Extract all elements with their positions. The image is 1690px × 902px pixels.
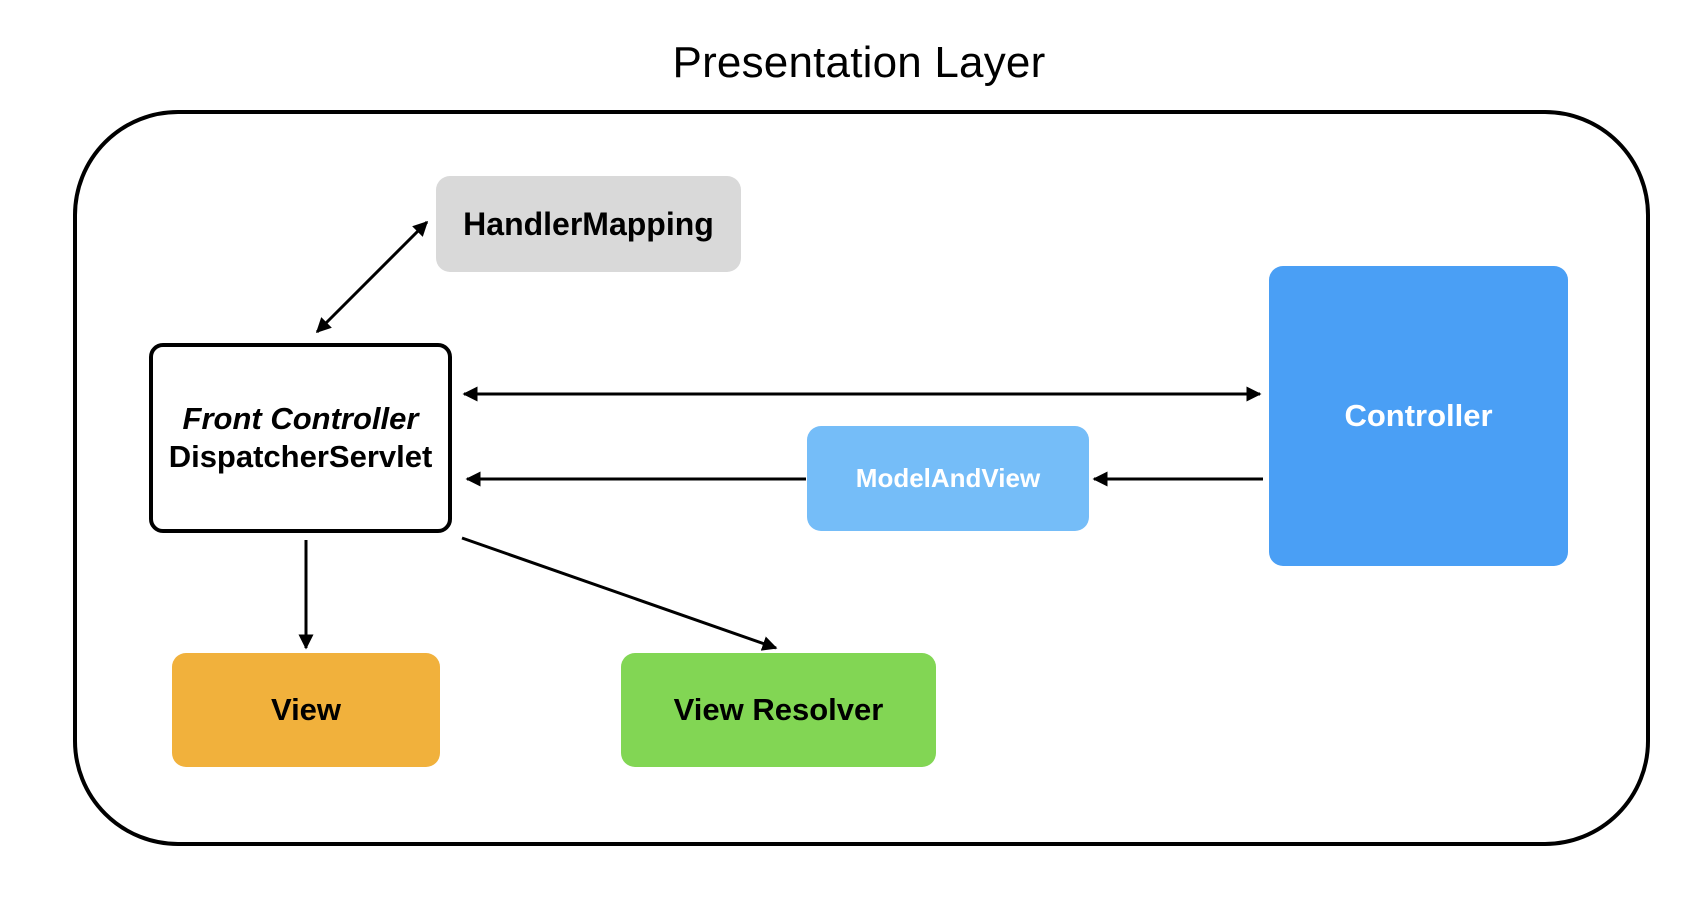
front-controller-role-label: Front Controller: [182, 401, 419, 437]
view-label: View: [270, 692, 342, 727]
view-resolver-node: View Resolver: [621, 653, 936, 767]
handler-mapping-label: HandlerMapping: [463, 205, 714, 242]
view-node: View: [172, 653, 440, 767]
handler-mapping-node: HandlerMapping: [436, 176, 741, 272]
arrow-front-controller-handler-mapping: [315, 220, 429, 334]
arrow-front-controller-view-resolver: [461, 536, 778, 651]
presentation-layer-boundary: [73, 110, 1650, 846]
controller-label: Controller: [1344, 398, 1493, 433]
diagram-title: Presentation Layer: [672, 38, 1046, 87]
controller-node: Controller: [1269, 266, 1568, 566]
dispatcher-servlet-label: DispatcherServlet: [168, 439, 433, 474]
model-and-view-node: ModelAndView: [807, 426, 1089, 531]
model-and-view-label: ModelAndView: [855, 463, 1041, 493]
front-controller-node: Front Controller DispatcherServlet: [149, 343, 452, 533]
view-resolver-label: View Resolver: [673, 692, 884, 727]
